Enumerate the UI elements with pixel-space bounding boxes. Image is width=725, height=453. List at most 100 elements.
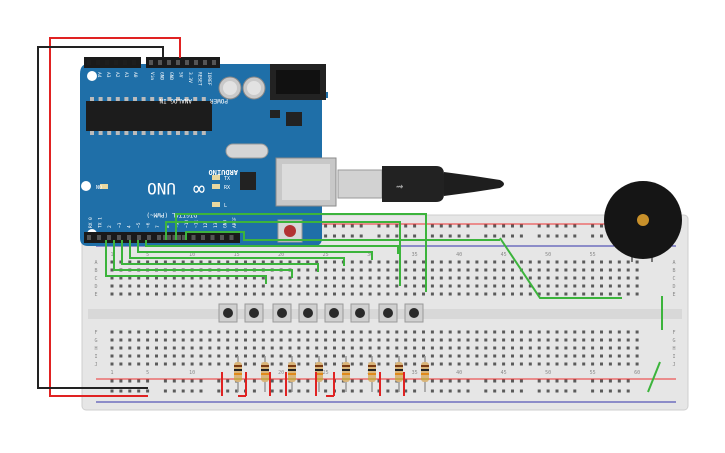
breadboard-hole[interactable] [208, 260, 212, 264]
resistor[interactable] [342, 356, 350, 392]
rail-hole[interactable] [573, 379, 577, 383]
rail-hole[interactable] [600, 234, 603, 238]
breadboard-hole[interactable] [537, 338, 541, 342]
breadboard-hole[interactable] [626, 268, 630, 272]
pushbutton[interactable] [218, 303, 238, 323]
rail-hole[interactable] [564, 224, 568, 228]
breadboard-hole[interactable] [591, 362, 595, 366]
breadboard-hole[interactable] [404, 268, 408, 272]
breadboard-hole[interactable] [226, 276, 230, 280]
breadboard-hole[interactable] [315, 354, 319, 358]
breadboard-hole[interactable] [511, 260, 514, 264]
breadboard-hole[interactable] [190, 346, 194, 350]
breadboard-hole[interactable] [341, 276, 345, 280]
breadboard-hole[interactable] [368, 292, 372, 296]
breadboard-hole[interactable] [546, 338, 550, 342]
breadboard-hole[interactable] [181, 284, 185, 288]
breadboard-hole[interactable] [430, 268, 434, 272]
pushbutton[interactable] [378, 303, 398, 323]
breadboard-hole[interactable] [537, 354, 541, 358]
breadboard-hole[interactable] [519, 346, 523, 350]
breadboard-hole[interactable] [386, 276, 390, 280]
breadboard-hole[interactable] [528, 284, 532, 288]
breadboard-hole[interactable] [484, 346, 488, 350]
breadboard-hole[interactable] [582, 338, 586, 342]
breadboard-hole[interactable] [457, 276, 461, 280]
breadboard-hole[interactable] [484, 330, 488, 334]
rail-hole[interactable] [457, 389, 461, 393]
breadboard-hole[interactable] [404, 276, 408, 280]
breadboard-hole[interactable] [439, 292, 443, 296]
breadboard-hole[interactable] [306, 362, 310, 366]
breadboard-hole[interactable] [537, 284, 541, 288]
breadboard-hole[interactable] [279, 362, 283, 366]
breadboard-hole[interactable] [448, 354, 452, 358]
breadboard-hole[interactable] [635, 330, 639, 334]
breadboard-hole[interactable] [430, 346, 434, 350]
breadboard-hole[interactable] [502, 338, 506, 342]
rail-hole[interactable] [600, 389, 603, 393]
breadboard-hole[interactable] [502, 276, 506, 280]
breadboard-hole[interactable] [422, 346, 425, 350]
breadboard-hole[interactable] [502, 268, 506, 272]
breadboard-hole[interactable] [128, 330, 132, 334]
breadboard-hole[interactable] [279, 346, 283, 350]
breadboard-hole[interactable] [217, 284, 221, 288]
breadboard-hole[interactable] [608, 284, 612, 288]
breadboard-hole[interactable] [306, 276, 310, 280]
breadboard-hole[interactable] [288, 284, 292, 288]
breadboard-hole[interactable] [502, 354, 506, 358]
breadboard-hole[interactable] [413, 292, 417, 296]
breadboard-hole[interactable] [591, 292, 595, 296]
breadboard-hole[interactable] [297, 362, 301, 366]
breadboard-hole[interactable] [626, 338, 630, 342]
breadboard-hole[interactable] [502, 292, 506, 296]
pushbutton-cap[interactable] [383, 308, 393, 318]
breadboard-hole[interactable] [190, 260, 194, 264]
breadboard-hole[interactable] [350, 346, 354, 350]
breadboard-hole[interactable] [163, 276, 167, 280]
rail-hole[interactable] [324, 234, 328, 238]
breadboard-hole[interactable] [333, 338, 336, 342]
breadboard-hole[interactable] [172, 362, 176, 366]
breadboard-hole[interactable] [155, 260, 158, 264]
breadboard-hole[interactable] [137, 362, 141, 366]
rail-hole[interactable] [252, 379, 256, 383]
breadboard-hole[interactable] [217, 346, 221, 350]
breadboard-hole[interactable] [244, 330, 247, 334]
breadboard-hole[interactable] [564, 330, 568, 334]
rail-hole[interactable] [350, 234, 354, 238]
rail-hole[interactable] [341, 234, 345, 238]
breadboard-hole[interactable] [511, 338, 514, 342]
breadboard-hole[interactable] [172, 284, 176, 288]
breadboard-hole[interactable] [261, 346, 265, 350]
breadboard-hole[interactable] [511, 284, 514, 288]
breadboard-hole[interactable] [404, 354, 408, 358]
breadboard-hole[interactable] [404, 330, 408, 334]
breadboard-hole[interactable] [626, 284, 630, 288]
breadboard-hole[interactable] [137, 354, 141, 358]
breadboard-hole[interactable] [172, 338, 176, 342]
breadboard-hole[interactable] [395, 276, 399, 280]
breadboard-hole[interactable] [333, 284, 336, 288]
breadboard-hole[interactable] [493, 338, 497, 342]
breadboard-hole[interactable] [635, 284, 639, 288]
rail-hole[interactable] [484, 379, 488, 383]
breadboard-hole[interactable] [324, 354, 328, 358]
breadboard-hole[interactable] [270, 346, 274, 350]
breadboard-hole[interactable] [475, 260, 479, 264]
breadboard-hole[interactable] [333, 292, 336, 296]
rail-hole[interactable] [546, 224, 550, 228]
breadboard-hole[interactable] [466, 330, 470, 334]
breadboard-hole[interactable] [306, 354, 310, 358]
rail-hole[interactable] [288, 389, 292, 393]
breadboard-hole[interactable] [564, 292, 568, 296]
breadboard-hole[interactable] [573, 362, 577, 366]
rail-hole[interactable] [386, 234, 390, 238]
breadboard-hole[interactable] [368, 260, 372, 264]
breadboard-hole[interactable] [172, 276, 176, 280]
breadboard-hole[interactable] [217, 276, 221, 280]
breadboard-hole[interactable] [608, 362, 612, 366]
breadboard-hole[interactable] [600, 338, 603, 342]
rail-hole[interactable] [137, 389, 141, 393]
